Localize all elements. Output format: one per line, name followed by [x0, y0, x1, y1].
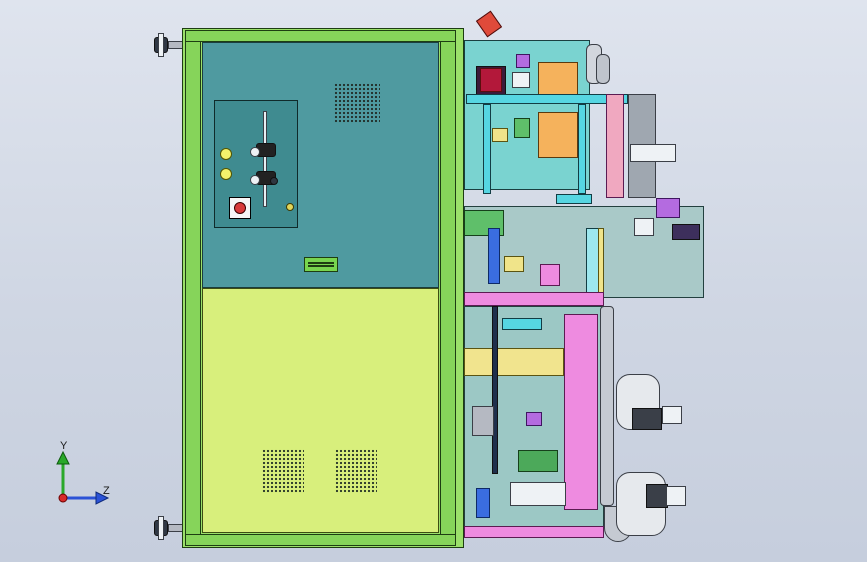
lower-blue [476, 488, 490, 518]
control-panel [214, 100, 298, 228]
vertical-rail-1 [483, 104, 491, 194]
vertical-rail-pink [606, 94, 624, 198]
orange-block-top [538, 62, 578, 98]
component [514, 118, 530, 138]
component [516, 54, 530, 68]
gripper-jaw-bottom [646, 484, 668, 508]
upper-door-handle [304, 257, 338, 272]
orange-block-mid [538, 112, 578, 158]
cable-chain-top-2 [596, 54, 610, 84]
cabinet-top-rail [185, 30, 456, 42]
indicator-lamp-icon [220, 148, 232, 160]
component [598, 228, 604, 298]
mid-black-part [672, 224, 700, 240]
component [502, 318, 542, 330]
indicator-lamp-icon [220, 168, 232, 180]
lower-cabinet-door [202, 288, 439, 533]
air-filter-regulator-icon [248, 111, 284, 207]
component [526, 412, 542, 426]
motor-face [480, 68, 502, 92]
lower-vent-grille-left [262, 449, 304, 493]
mid-module [464, 206, 704, 298]
yellow-beam [464, 348, 564, 376]
component [556, 194, 592, 204]
red-sensor [475, 10, 503, 38]
mid-blue-part [488, 228, 500, 284]
cylinder-block [630, 144, 676, 162]
component [492, 128, 508, 142]
gripper-jaw-top [632, 408, 662, 430]
mechanism-assembly [456, 10, 726, 550]
triad-svg [56, 450, 110, 505]
pink-main-beam [464, 292, 604, 306]
sensor-bottom [666, 486, 686, 506]
y-axis-label: Y [60, 440, 68, 452]
coordinate-triad-icon: Y Z [48, 440, 118, 508]
cabinet-bottom-rail [185, 534, 456, 546]
component [512, 72, 530, 88]
base-green [518, 450, 558, 472]
cabinet-left-post [185, 30, 201, 546]
pink-vertical-plate [564, 314, 598, 510]
vertical-shaft [492, 306, 498, 474]
component [504, 256, 524, 272]
bottom-pink-beam [464, 526, 604, 538]
upper-vent-grille [334, 83, 380, 123]
pressure-gauge-icon [286, 203, 294, 211]
cable-chain-lower [600, 306, 614, 506]
lower-bracket [472, 406, 494, 436]
sensor-top [662, 406, 682, 424]
leveling-foot-bottom [152, 516, 184, 540]
mid-pink-part [540, 264, 560, 286]
vertical-rail-2 [578, 104, 586, 194]
lower-vent-grille-right [335, 449, 377, 493]
z-axis-label: Z [103, 485, 110, 497]
rotary-switch-icon [229, 197, 251, 219]
mid-purple-part [656, 198, 680, 218]
cabinet-right-post [440, 30, 456, 546]
leveling-foot-top [152, 33, 184, 57]
upper-crossbar [466, 94, 628, 104]
component [634, 218, 654, 236]
gripper [510, 482, 566, 506]
